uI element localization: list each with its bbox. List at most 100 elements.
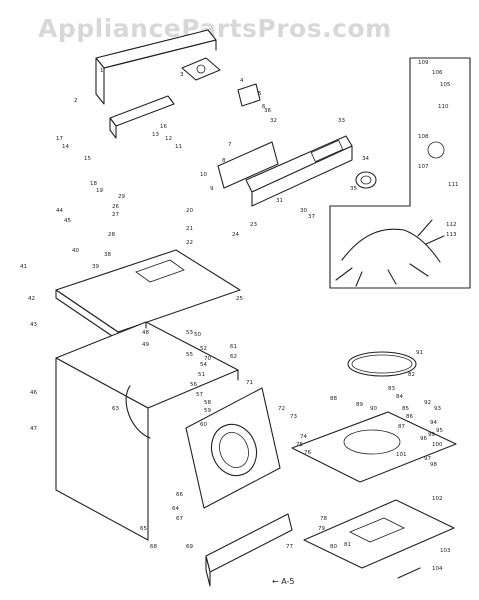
callout-48: 48	[142, 330, 149, 336]
callout-105: 105	[440, 82, 451, 88]
callout-56: 56	[190, 382, 197, 388]
callout-97: 97	[424, 456, 431, 462]
callout-103: 103	[440, 548, 451, 554]
callout-19: 19	[96, 188, 103, 194]
callout-94: 94	[430, 420, 437, 426]
callout-65: 65	[140, 526, 147, 532]
callout-68: 68	[150, 544, 157, 550]
callout-104: 104	[432, 566, 443, 572]
callout-64: 64	[172, 506, 179, 512]
callout-59: 59	[204, 408, 211, 414]
console-backsplash	[95, 29, 217, 105]
callout-90: 90	[370, 406, 377, 412]
callout-75: 75	[296, 442, 303, 448]
callout-93: 93	[434, 406, 441, 412]
callout-1: 1	[100, 68, 104, 74]
drum-seal	[347, 351, 417, 377]
callout-106: 106	[432, 70, 443, 76]
callout-5: 5	[258, 91, 262, 97]
callout-32: 32	[270, 118, 277, 124]
callout-67: 67	[176, 516, 183, 522]
callout-53: 53	[186, 330, 193, 336]
callout-40: 40	[72, 248, 79, 254]
callout-72: 72	[278, 406, 285, 412]
front-panel	[185, 387, 281, 509]
callout-22: 22	[186, 240, 193, 246]
callout-2: 2	[74, 98, 78, 104]
callout-4: 4	[240, 78, 244, 84]
callout-35: 35	[350, 186, 357, 192]
callout-79: 79	[318, 526, 325, 532]
callout-6: 6	[262, 104, 266, 110]
callout-25: 25	[236, 296, 243, 302]
callout-41: 41	[20, 264, 27, 270]
callout-69: 69	[186, 544, 193, 550]
base-plate	[291, 411, 457, 483]
callout-26: 26	[112, 204, 119, 210]
callout-3: 3	[180, 72, 184, 78]
control-bracket	[109, 95, 175, 139]
callout-36: 36	[264, 108, 271, 114]
callout-58: 58	[204, 400, 211, 406]
top-cover	[55, 249, 241, 341]
control-panel	[245, 135, 353, 207]
callout-45: 45	[64, 218, 71, 224]
timer	[181, 57, 221, 81]
callout-80: 80	[330, 544, 337, 550]
callout-labels: 1234567891011121314151617181920212223242…	[20, 60, 459, 572]
callout-109: 109	[418, 60, 429, 66]
callout-108: 108	[418, 134, 429, 140]
page-reference: ← A-5	[272, 577, 295, 586]
callout-14: 14	[62, 144, 69, 150]
callout-46: 46	[30, 390, 37, 396]
callout-11: 11	[175, 144, 182, 150]
drive-belt	[125, 385, 151, 439]
callout-101: 101	[396, 452, 407, 458]
callout-42: 42	[28, 296, 35, 302]
callout-66: 66	[176, 492, 183, 498]
callout-10: 10	[200, 172, 207, 178]
wiring-harness-inset	[329, 57, 471, 289]
callout-73: 73	[290, 414, 297, 420]
callout-77: 77	[286, 544, 293, 550]
callout-9: 9	[210, 186, 214, 192]
switch	[237, 83, 261, 107]
callout-111: 111	[448, 182, 459, 188]
callout-8: 8	[222, 158, 226, 164]
callout-16: 16	[160, 124, 167, 130]
callout-54: 54	[200, 362, 207, 368]
callout-91: 91	[416, 350, 423, 356]
callout-99: 99	[428, 432, 435, 438]
callout-52: 52	[200, 346, 207, 352]
callout-24: 24	[232, 232, 239, 238]
callout-112: 112	[446, 222, 457, 228]
graphics-panel	[217, 141, 279, 189]
callout-29: 29	[118, 194, 125, 200]
callout-96: 96	[420, 436, 427, 442]
callout-88: 88	[330, 396, 337, 402]
callout-87: 87	[398, 424, 405, 430]
callout-74: 74	[300, 434, 307, 440]
callout-33: 33	[338, 118, 345, 124]
cabinet	[55, 321, 239, 541]
callout-47: 47	[30, 426, 37, 432]
callout-51: 51	[198, 372, 205, 378]
callout-38: 38	[104, 252, 111, 258]
callout-63: 63	[112, 406, 119, 412]
callout-43: 43	[30, 322, 37, 328]
callout-70: 70	[204, 356, 211, 362]
callout-30: 30	[300, 208, 307, 214]
callout-102: 102	[432, 496, 443, 502]
callout-18: 18	[90, 181, 97, 187]
callout-61: 61	[230, 344, 237, 350]
callout-113: 113	[446, 232, 457, 238]
callout-37: 37	[308, 214, 315, 220]
callout-17: 17	[56, 136, 63, 142]
callout-71: 71	[246, 380, 253, 386]
callout-7: 7	[228, 142, 232, 148]
bottom-tray	[303, 499, 455, 569]
callout-57: 57	[196, 392, 203, 398]
toe-panel	[205, 513, 293, 587]
